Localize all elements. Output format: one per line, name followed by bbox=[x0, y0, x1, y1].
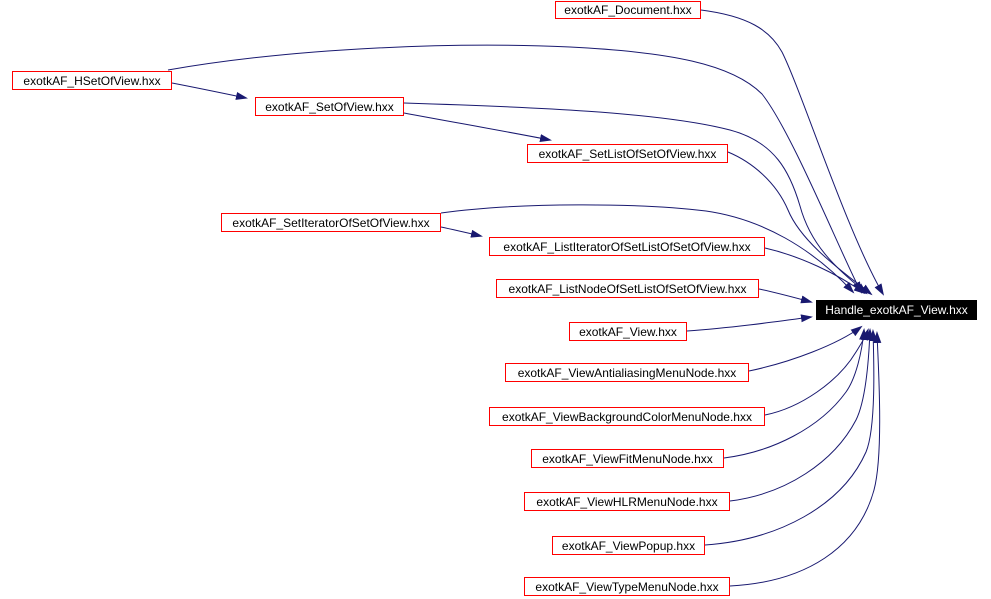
edge-setiteratorofsetofview-to-handle bbox=[440, 204, 855, 294]
edge-viewantialiasingmenunode-to-handle bbox=[748, 325, 863, 372]
edge-viewpopup-to-handle bbox=[704, 329, 878, 546]
node-view[interactable]: exotkAF_View.hxx bbox=[569, 322, 687, 341]
node-listiteratorofsetlistofsetofview[interactable]: exotkAF_ListIteratorOfSetListOfSetOfView… bbox=[489, 237, 765, 256]
edge-hsetofview-to-handle bbox=[167, 44, 862, 294]
edge-setofview-to-handle bbox=[403, 102, 868, 295]
edge-viewhlrmenunode-to-handle bbox=[729, 328, 874, 502]
edge-viewfitmenunode-to-handle bbox=[723, 328, 868, 459]
edge-viewbackgroundcolormenunode-to-handle bbox=[764, 328, 869, 416]
edge-viewtypemenunode-to-handle bbox=[729, 331, 882, 587]
edge-view-to-handle bbox=[686, 314, 813, 332]
node-viewbackgroundcolormenunode[interactable]: exotkAF_ViewBackgroundColorMenuNode.hxx bbox=[489, 407, 765, 426]
edge-setlistofsetofview-to-handle bbox=[727, 151, 873, 296]
edge-document-to-handle bbox=[700, 9, 885, 296]
node-hsetofview[interactable]: exotkAF_HSetOfView.hxx bbox=[12, 71, 172, 90]
node-setofview[interactable]: exotkAF_SetOfView.hxx bbox=[255, 97, 404, 116]
node-handle-target: Handle_exotkAF_View.hxx bbox=[816, 300, 977, 320]
node-viewpopup[interactable]: exotkAF_ViewPopup.hxx bbox=[552, 536, 705, 555]
edge-listiteratorofsetlistofsetofview-to-handle bbox=[764, 247, 866, 295]
node-viewfitmenunode[interactable]: exotkAF_ViewFitMenuNode.hxx bbox=[531, 449, 724, 468]
node-setlistofsetofview[interactable]: exotkAF_SetListOfSetOfView.hxx bbox=[527, 144, 728, 163]
node-document[interactable]: exotkAF_Document.hxx bbox=[555, 1, 701, 19]
node-viewantialiasingmenunode[interactable]: exotkAF_ViewAntialiasingMenuNode.hxx bbox=[505, 363, 749, 382]
node-setiteratorofsetofview[interactable]: exotkAF_SetIteratorOfSetOfView.hxx bbox=[221, 213, 441, 232]
node-listnodeofsetlistofsetofview[interactable]: exotkAF_ListNodeOfSetListOfSetOfView.hxx bbox=[496, 279, 759, 298]
edge-setofview-to-setlistofsetofview bbox=[403, 112, 552, 143]
edge-listnodeofsetlistofsetofview-to-handle bbox=[758, 288, 813, 304]
edge-hsetofview-to-setofview bbox=[171, 82, 248, 100]
node-viewtypemenunode[interactable]: exotkAF_ViewTypeMenuNode.hxx bbox=[524, 577, 730, 596]
edge-setiteratorofsetofview-to-listiteratorofsetlistofsetofview bbox=[440, 226, 483, 238]
node-viewhlrmenunode[interactable]: exotkAF_ViewHLRMenuNode.hxx bbox=[524, 492, 730, 511]
